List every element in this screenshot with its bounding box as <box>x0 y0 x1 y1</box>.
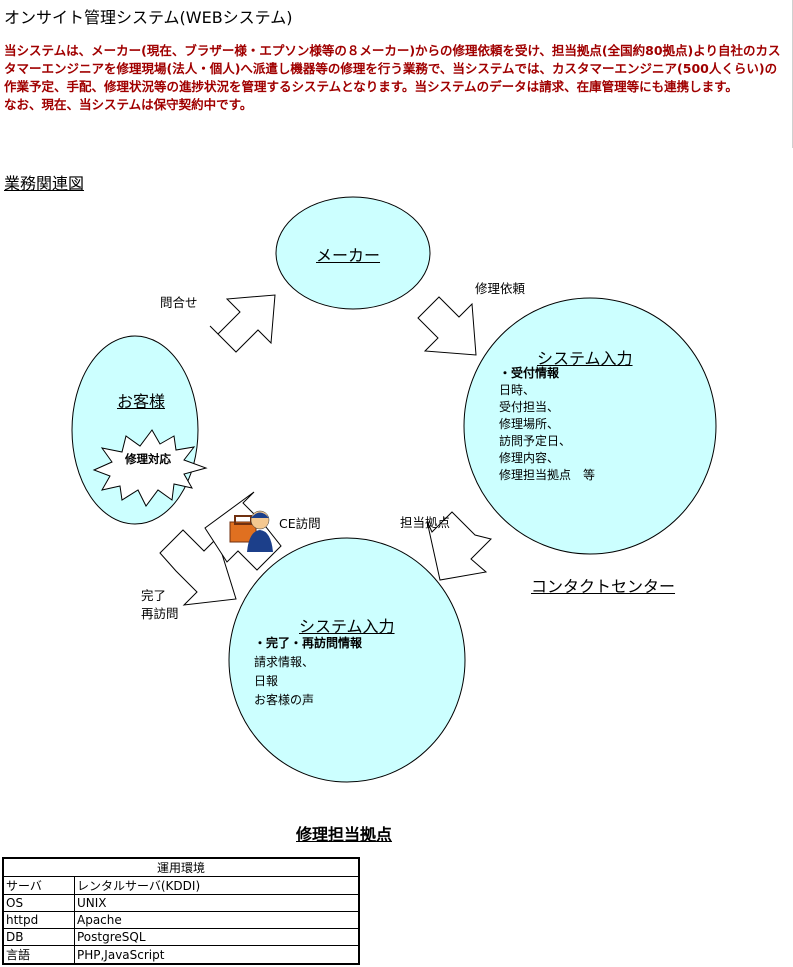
env-key: httpd <box>2 911 75 929</box>
engineer-icon <box>229 510 273 552</box>
table-row: 言語 PHP,JavaScript <box>2 945 360 965</box>
description-paragraph: 当システムは、メーカー(現在、ブラザー様・エプソン様等の８メーカー)からの修理依… <box>4 43 781 94</box>
table-row: httpd Apache <box>2 911 360 929</box>
environment-table: 運用環境 サーバ レンタルサーバ(KDDI) OS UNIX httpd Apa… <box>2 857 360 965</box>
maker-label: メーカー <box>316 246 381 265</box>
workflow-diagram <box>71 196 717 783</box>
repair-burst-shape <box>92 429 208 507</box>
env-key: サーバ <box>2 876 75 895</box>
complete-label: 完了 <box>141 588 167 603</box>
customer-label: お客様 <box>117 392 166 411</box>
base-info-list: ・完了・再訪問情報 請求情報、 日報 お客様の声 <box>254 634 362 710</box>
table-row: DB PostgreSQL <box>2 928 360 946</box>
contact-center-ellipse <box>463 297 717 555</box>
contact-center-caption: コンタクトセンター <box>531 577 676 596</box>
repair-burst-label: 修理対応 <box>125 452 171 466</box>
base-info-subheading: ・完了・再訪問情報 <box>254 636 363 650</box>
repair-base-caption: 修理担当拠点 <box>296 825 393 844</box>
list-item: 訪問予定日、 <box>499 434 572 448</box>
env-value: PHP,JavaScript <box>74 945 360 965</box>
assign-base-label: 担当拠点 <box>400 515 451 530</box>
env-value: レンタルサーバ(KDDI) <box>74 876 360 895</box>
env-key: 言語 <box>2 945 75 965</box>
assign-base-arrow <box>426 511 492 581</box>
section-title: 業務関連図 <box>4 174 85 193</box>
maker-ellipse <box>275 196 431 310</box>
list-item: 日報 <box>254 674 279 688</box>
repair-request-arrow <box>417 296 477 356</box>
inquiry-label: 問合せ <box>160 295 198 310</box>
inquiry-arrow <box>209 294 276 353</box>
env-value: Apache <box>74 911 360 929</box>
complete-revisit-arrow <box>159 529 237 606</box>
repair-base-ellipse <box>228 537 466 783</box>
list-item: 日時、 <box>499 383 536 397</box>
revisit-label: 再訪問 <box>141 606 179 621</box>
list-item: 請求情報、 <box>254 655 315 669</box>
table-row: OS UNIX <box>2 894 360 912</box>
base-input-heading: システム入力 <box>299 617 395 636</box>
environment-header: 運用環境 <box>2 857 360 877</box>
page-title: オンサイト管理システム(WEBシステム) <box>4 8 293 27</box>
contact-info-subheading: ・受付情報 <box>499 366 560 380</box>
description-note: なお、現在、当システムは保守契約中です。 <box>4 97 253 112</box>
list-item: 受付担当、 <box>499 400 560 414</box>
list-item: 修理担当拠点 等 <box>499 468 596 482</box>
env-key: OS <box>2 894 75 912</box>
env-value: PostgreSQL <box>74 928 360 946</box>
env-key: DB <box>2 928 75 946</box>
list-item: 修理内容、 <box>499 451 560 465</box>
contact-input-heading: システム入力 <box>537 349 633 368</box>
list-item: 修理場所、 <box>499 417 560 431</box>
description: 当システムは、メーカー(現在、ブラザー様・エプソン様等の８メーカー)からの修理依… <box>4 42 787 114</box>
customer-ellipse <box>71 335 199 525</box>
ce-visit-label: CE訪問 <box>279 516 321 531</box>
list-item: お客様の声 <box>254 693 315 707</box>
repair-request-label: 修理依頼 <box>475 281 526 296</box>
table-header-row: 運用環境 <box>2 857 360 877</box>
env-value: UNIX <box>74 894 360 912</box>
table-row: サーバ レンタルサーバ(KDDI) <box>2 876 360 895</box>
contact-info-list: ・受付情報 日時、 受付担当、 修理場所、 訪問予定日、 修理内容、 修理担当拠… <box>499 365 595 484</box>
